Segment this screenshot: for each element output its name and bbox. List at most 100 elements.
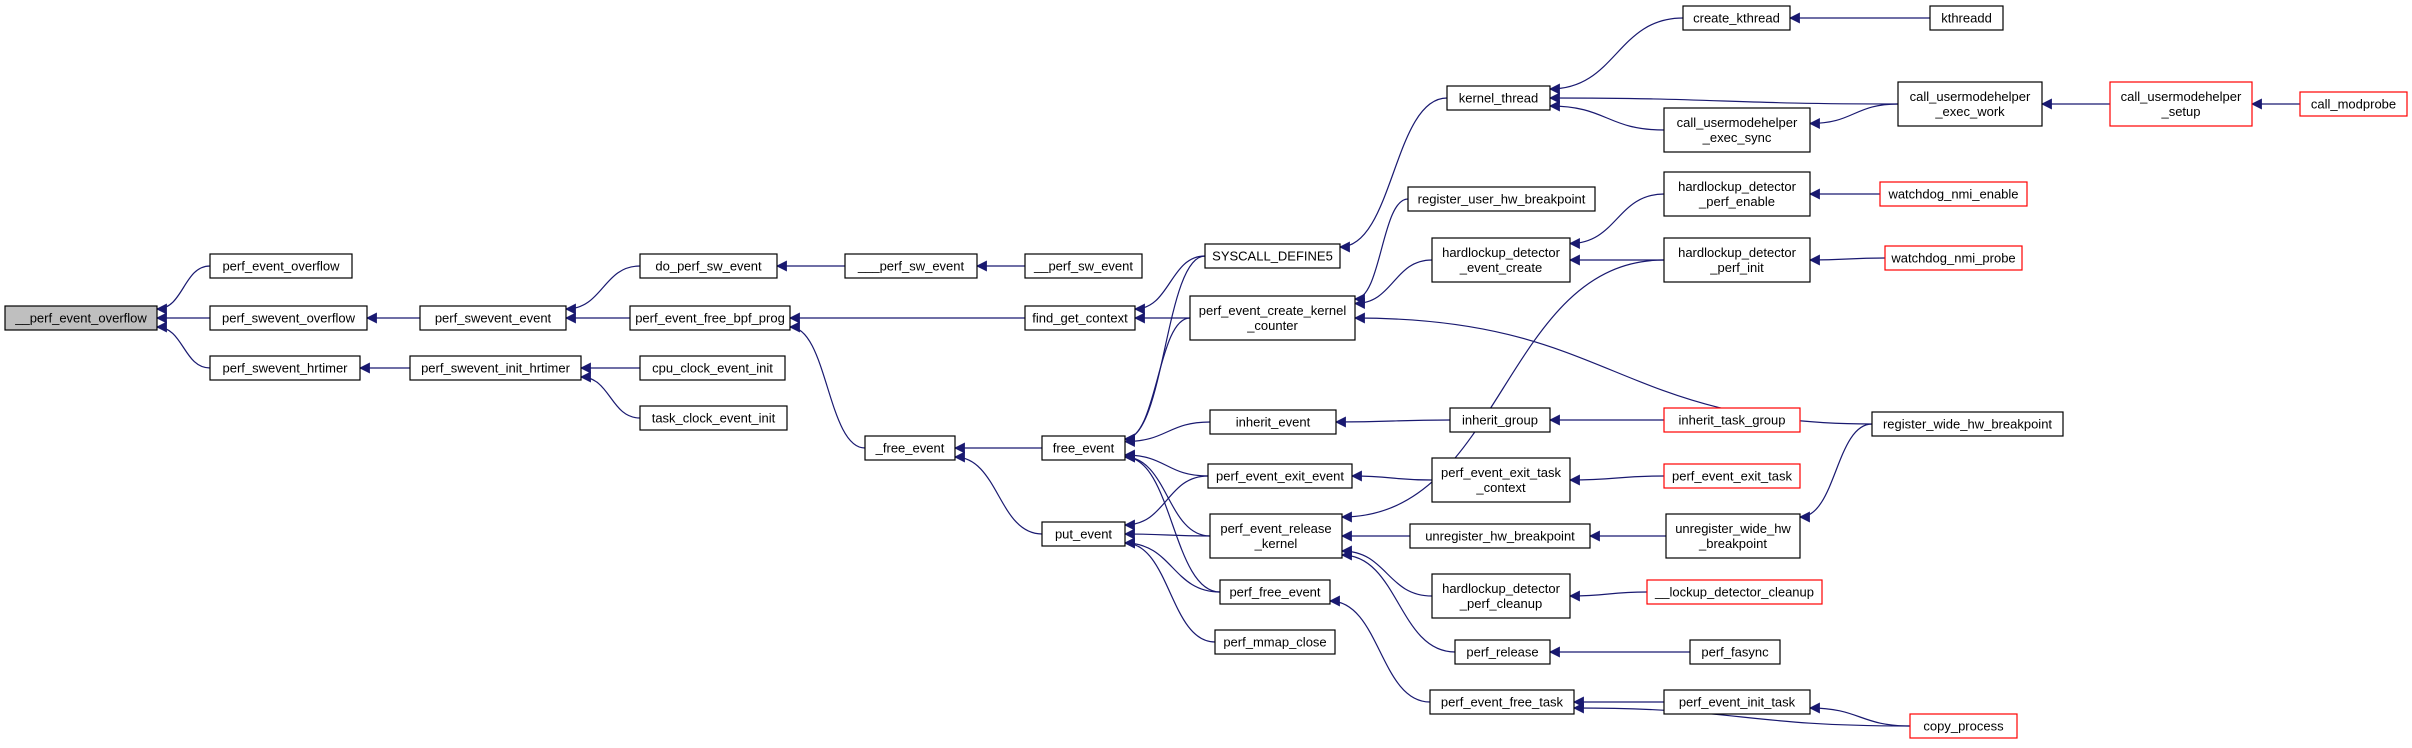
node-perf-release[interactable]: perf_release [1454, 639, 1551, 665]
node-box[interactable] [1024, 253, 1143, 279]
node-perf-event-exit-task[interactable]: perf_event_exit_task [1663, 463, 1801, 489]
node-cpu-clock-event-init[interactable]: cpu_clock_event_init [639, 355, 786, 381]
node-inherit-task-group[interactable]: inherit_task_group [1663, 407, 1801, 433]
node-box[interactable] [1214, 629, 1336, 655]
node-box[interactable] [1663, 171, 1811, 217]
node-box[interactable] [1209, 409, 1337, 435]
node-box[interactable] [2109, 81, 2253, 127]
node-perf-swevent-hrtimer[interactable]: perf_swevent_hrtimer [209, 355, 361, 381]
node-box[interactable] [1663, 237, 1811, 283]
node-hardlockup-detector-perf-cleanup[interactable]: hardlockup_detector_perf_cleanup [1431, 573, 1571, 619]
node-do-perf-sw-event[interactable]: do_perf_sw_event [639, 253, 778, 279]
node-box[interactable] [844, 253, 978, 279]
node-box[interactable] [1897, 81, 2043, 127]
node-box[interactable] [1663, 407, 1801, 433]
node-box[interactable] [1449, 407, 1551, 433]
node-box[interactable] [1041, 435, 1126, 461]
node-box[interactable] [1446, 85, 1551, 111]
node-box[interactable] [639, 355, 786, 381]
node-perf-event-overflow[interactable]: perf_event_overflow [209, 253, 353, 279]
node-inherit-group[interactable]: inherit_group [1449, 407, 1551, 433]
node-box[interactable] [1663, 463, 1801, 489]
node-perf-swevent-init-hrtimer[interactable]: perf_swevent_init_hrtimer [409, 355, 582, 381]
node-box[interactable] [629, 305, 791, 331]
node-register-wide-hw-breakpoint[interactable]: register_wide_hw_breakpoint [1871, 411, 2064, 437]
node-box[interactable] [4, 305, 158, 331]
node-box[interactable] [1646, 579, 1823, 605]
node-perf-event-exit-event[interactable]: perf_event_exit_event [1207, 463, 1353, 489]
node-create-kthread[interactable]: create_kthread [1682, 5, 1791, 31]
node-free-event[interactable]: free_event [1041, 435, 1126, 461]
node-box[interactable] [1041, 521, 1126, 547]
node-find-get-context[interactable]: find_get_context [1024, 305, 1136, 331]
node-perf-event-release-kernel[interactable]: perf_event_release_kernel [1209, 513, 1343, 559]
node-perf-sw-event[interactable]: __perf_sw_event [1024, 253, 1143, 279]
node-box[interactable] [1454, 639, 1551, 665]
node-box[interactable] [1209, 513, 1343, 559]
node-box[interactable] [209, 253, 353, 279]
node-perf-event-create-kernel-counter[interactable]: perf_event_create_kernel_counter [1189, 295, 1356, 341]
node-box[interactable] [639, 405, 788, 431]
node-box[interactable] [864, 435, 956, 461]
node-inherit-event[interactable]: inherit_event [1209, 409, 1337, 435]
node-call-usermodehelper-exec-sync[interactable]: call_usermodehelper_exec_sync [1663, 107, 1811, 153]
node-box[interactable] [639, 253, 778, 279]
node-box[interactable] [1207, 463, 1353, 489]
node-box[interactable] [1407, 186, 1596, 212]
node-perf-event-init-task[interactable]: perf_event_init_task [1663, 689, 1811, 715]
node-box[interactable] [1682, 5, 1791, 31]
node-perf-swevent-overflow[interactable]: perf_swevent_overflow [209, 305, 368, 331]
node-perf-sw-event-internal[interactable]: ___perf_sw_event [844, 253, 978, 279]
node-register-user-hw-breakpoint[interactable]: register_user_hw_breakpoint [1407, 186, 1596, 212]
node-box[interactable] [1429, 689, 1575, 715]
node-box[interactable] [1024, 305, 1136, 331]
node-box[interactable] [209, 305, 368, 331]
node-box[interactable] [1431, 457, 1571, 503]
node-box[interactable] [1871, 411, 2064, 437]
node-box[interactable] [1663, 689, 1811, 715]
node-call-modprobe[interactable]: call_modprobe [2299, 91, 2408, 117]
node-hardlockup-detector-perf-enable[interactable]: hardlockup_detector_perf_enable [1663, 171, 1811, 217]
node-perf-swevent-event[interactable]: perf_swevent_event [419, 305, 567, 331]
node-box[interactable] [1219, 579, 1331, 605]
node-syscall-define5[interactable]: SYSCALL_DEFINE5 [1204, 243, 1341, 269]
node-task-clock-event-init[interactable]: task_clock_event_init [639, 405, 788, 431]
node-hardlockup-detector-event-create[interactable]: hardlockup_detector_event_create [1431, 237, 1571, 283]
node-box[interactable] [1204, 243, 1341, 269]
node-perf-event-exit-task-context[interactable]: perf_event_exit_task_context [1431, 457, 1571, 503]
node-box[interactable] [409, 355, 582, 381]
node-box[interactable] [419, 305, 567, 331]
node-unregister-hw-breakpoint[interactable]: unregister_hw_breakpoint [1409, 523, 1591, 549]
node-call-usermodehelper-setup[interactable]: call_usermodehelper_setup [2109, 81, 2253, 127]
node-lockup-detector-cleanup[interactable]: __lockup_detector_cleanup [1646, 579, 1823, 605]
node-box[interactable] [1431, 237, 1571, 283]
node-kthreadd[interactable]: kthreadd [1929, 5, 2004, 31]
node-box[interactable] [1879, 181, 2028, 207]
node-box[interactable] [1431, 573, 1571, 619]
node-perf-event-free-bpf-prog[interactable]: perf_event_free_bpf_prog [629, 305, 791, 331]
node-put-event[interactable]: put_event [1041, 521, 1126, 547]
node-watchdog-nmi-enable[interactable]: watchdog_nmi_enable [1879, 181, 2028, 207]
node-watchdog-nmi-probe[interactable]: watchdog_nmi_probe [1884, 245, 2023, 271]
node-free-event-internal[interactable]: _free_event [864, 435, 956, 461]
node-perf-free-event[interactable]: perf_free_event [1219, 579, 1331, 605]
node-box[interactable] [1665, 513, 1801, 559]
node-box[interactable] [1409, 523, 1591, 549]
node-box[interactable] [1929, 5, 2004, 31]
node-perf-fasync[interactable]: perf_fasync [1689, 639, 1781, 665]
node-perf-mmap-close[interactable]: perf_mmap_close [1214, 629, 1336, 655]
node-unregister-wide-hw-breakpoint[interactable]: unregister_wide_hw_breakpoint [1665, 513, 1801, 559]
node-kernel-thread[interactable]: kernel_thread [1446, 85, 1551, 111]
node-box[interactable] [1663, 107, 1811, 153]
node-box[interactable] [209, 355, 361, 381]
node-box[interactable] [2299, 91, 2408, 117]
node-box[interactable] [1189, 295, 1356, 341]
node-call-usermodehelper-exec-work[interactable]: call_usermodehelper_exec_work [1897, 81, 2043, 127]
node-hardlockup-detector-perf-init[interactable]: hardlockup_detector_perf_init [1663, 237, 1811, 283]
node-perf-event-free-task[interactable]: perf_event_free_task [1429, 689, 1575, 715]
node-box[interactable] [1909, 713, 2018, 739]
node-copy-process[interactable]: copy_process [1909, 713, 2018, 739]
node-box[interactable] [1884, 245, 2023, 271]
node-perf-event-overflow-internal[interactable]: __perf_event_overflow [4, 305, 158, 331]
node-box[interactable] [1689, 639, 1781, 665]
